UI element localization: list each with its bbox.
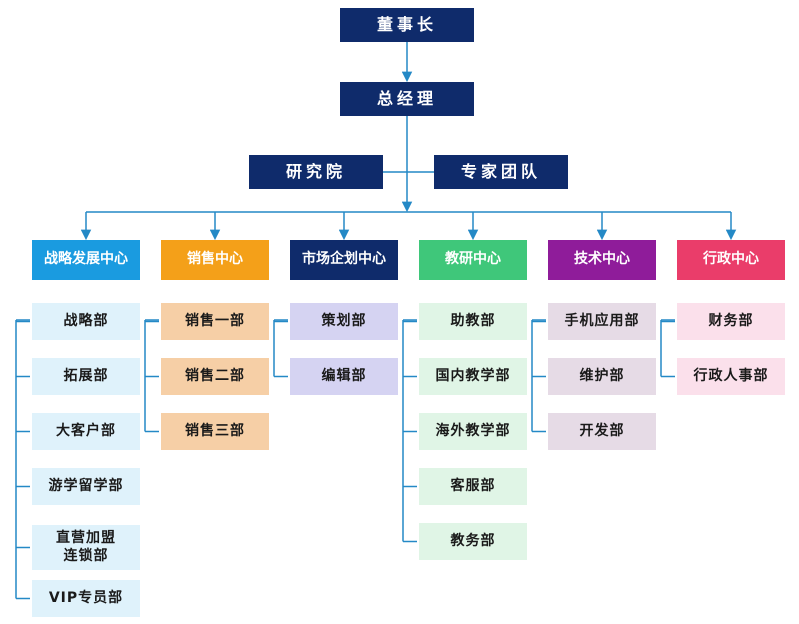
department-label: 国内教学部 (435, 367, 511, 384)
department-box: 直营加盟 连锁部 (32, 525, 140, 570)
center-label: 战略发展中心 (44, 251, 128, 268)
department-label: 直营加盟 连锁部 (56, 530, 116, 564)
department-label: 教务部 (450, 532, 496, 549)
department-box: 教务部 (419, 523, 527, 560)
department-box: 拓展部 (32, 358, 140, 395)
center-label: 技术中心 (574, 251, 630, 268)
department-label: 销售三部 (185, 422, 245, 439)
chairman-box: 董事长 (340, 8, 474, 42)
research-institute-box: 研究院 (249, 155, 383, 189)
department-box: VIP专员部 (32, 580, 140, 617)
department-box: 海外教学部 (419, 413, 527, 450)
department-label: 销售一部 (185, 312, 245, 329)
department-box: 编辑部 (290, 358, 398, 395)
department-label: 销售二部 (185, 367, 245, 384)
general-manager-label: 总经理 (376, 89, 437, 108)
center-box-5: 行政中心 (677, 240, 785, 280)
department-box: 财务部 (677, 303, 785, 340)
department-box: 战略部 (32, 303, 140, 340)
department-box: 销售二部 (161, 358, 269, 395)
department-label: 开发部 (579, 422, 625, 439)
expert-team-box: 专家团队 (434, 155, 568, 189)
department-box: 国内教学部 (419, 358, 527, 395)
department-box: 手机应用部 (548, 303, 656, 340)
center-box-0: 战略发展中心 (32, 240, 140, 280)
department-box: 客服部 (419, 468, 527, 505)
center-label: 行政中心 (703, 251, 759, 268)
department-label: 战略部 (63, 312, 109, 329)
center-box-1: 销售中心 (161, 240, 269, 280)
department-box: 行政人事部 (677, 358, 785, 395)
department-label: 海外教学部 (435, 422, 511, 439)
department-label: 维护部 (579, 367, 625, 384)
expert-team-label: 专家团队 (460, 162, 541, 181)
department-label: 客服部 (450, 477, 496, 494)
center-label: 教研中心 (445, 251, 501, 268)
department-label: 财务部 (708, 312, 754, 329)
center-box-3: 教研中心 (419, 240, 527, 280)
department-box: 大客户部 (32, 413, 140, 450)
department-label: 游学留学部 (48, 477, 124, 494)
department-label: 手机应用部 (564, 312, 640, 329)
department-label: 编辑部 (321, 367, 367, 384)
department-label: 拓展部 (63, 367, 109, 384)
research-institute-label: 研究院 (285, 162, 346, 181)
department-box: 策划部 (290, 303, 398, 340)
general-manager-box: 总经理 (340, 82, 474, 116)
department-label: 大客户部 (56, 422, 116, 439)
department-box: 游学留学部 (32, 468, 140, 505)
center-label: 市场企划中心 (302, 251, 386, 268)
center-label: 销售中心 (187, 251, 243, 268)
department-box: 销售三部 (161, 413, 269, 450)
department-label: 行政人事部 (693, 367, 769, 384)
center-box-4: 技术中心 (548, 240, 656, 280)
department-box: 助教部 (419, 303, 527, 340)
chairman-label: 董事长 (376, 15, 437, 34)
department-label: VIP专员部 (48, 589, 124, 606)
department-box: 销售一部 (161, 303, 269, 340)
center-box-2: 市场企划中心 (290, 240, 398, 280)
department-label: 助教部 (450, 312, 496, 329)
department-label: 策划部 (321, 312, 367, 329)
department-box: 维护部 (548, 358, 656, 395)
department-box: 开发部 (548, 413, 656, 450)
